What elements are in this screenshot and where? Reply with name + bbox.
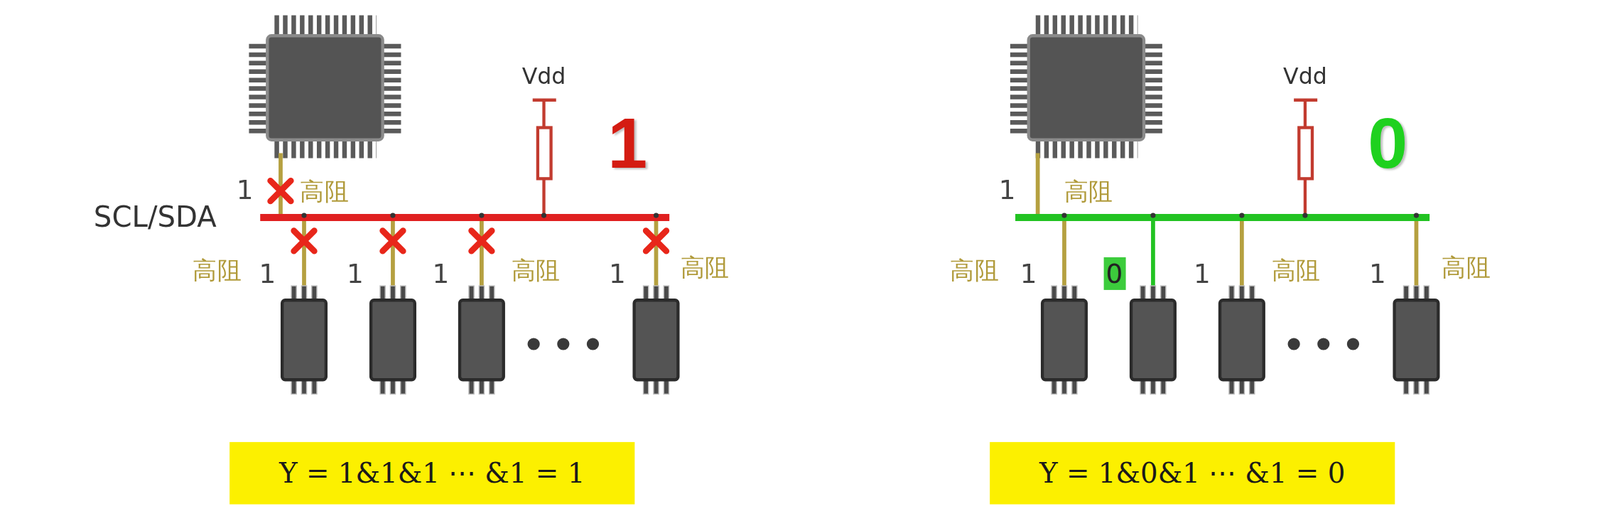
bus-line (260, 213, 670, 221)
ellipsis-dots (527, 337, 600, 350)
slave-chip (1131, 285, 1176, 394)
state-note: 高阻 (192, 257, 242, 283)
cross-mark (645, 230, 667, 252)
ellipsis-dots (1288, 337, 1360, 350)
slave-chip (370, 285, 415, 394)
cross-mark (294, 230, 315, 252)
cross-mark (471, 230, 493, 252)
mcu-chip (1019, 25, 1154, 148)
slave-chip (1219, 285, 1264, 394)
slave-chip (282, 285, 327, 394)
supply-name: Vdd (1283, 65, 1328, 89)
wires (1038, 152, 1417, 290)
cross-mark (382, 230, 404, 252)
bus-level: 0 (1367, 107, 1408, 180)
junction-dots (1061, 212, 1419, 218)
junction-dots (301, 212, 659, 218)
formula-box: Y = 1&0&1 ⋯ &1 = 0 (989, 441, 1395, 505)
logic-value: 1 (346, 260, 364, 287)
state-note: 高阻 (1271, 257, 1321, 283)
state-note: 高阻 (949, 257, 999, 283)
vdd-pullup (1293, 100, 1318, 218)
supply-name: Vdd (522, 65, 567, 89)
logic-value: 1 (1369, 260, 1387, 287)
state-note: 高阻 (680, 255, 730, 280)
logic-value: 1 (998, 176, 1016, 203)
logic-value: 1 (258, 260, 276, 287)
logic-value: 1 (1020, 260, 1038, 287)
formula-text: Y = 1&0&1 ⋯ &1 = 0 (1039, 456, 1345, 489)
vdd-pullup (532, 100, 557, 218)
logic-value: 1 (1193, 260, 1211, 287)
mcu-chip (257, 25, 392, 148)
formula-text: Y = 1&1&1 ⋯ &1 = 1 (279, 456, 585, 489)
wires (280, 152, 657, 290)
bus-line (1015, 213, 1430, 221)
bus-name: SCL/SDA (93, 203, 217, 232)
cross-mark (270, 180, 292, 202)
bus-level: 1 (607, 107, 648, 180)
slave-chip (1042, 285, 1087, 394)
state-note: 高阻 (299, 179, 349, 204)
state-note: 高阻 (1441, 255, 1491, 280)
formula-box: Y = 1&1&1 ⋯ &1 = 1 (229, 441, 635, 505)
state-note: 高阻 (1064, 179, 1114, 204)
state-note: 高阻 (511, 257, 561, 283)
slave-chip (634, 285, 679, 394)
logic-value: 1 (432, 260, 450, 287)
slave-chip (459, 285, 504, 394)
logic-value: 0 (1104, 257, 1126, 290)
slave-chip (1394, 285, 1439, 394)
logic-value: 1 (236, 176, 254, 203)
pulldown-wire (1150, 217, 1156, 290)
logic-value: 1 (608, 260, 626, 287)
